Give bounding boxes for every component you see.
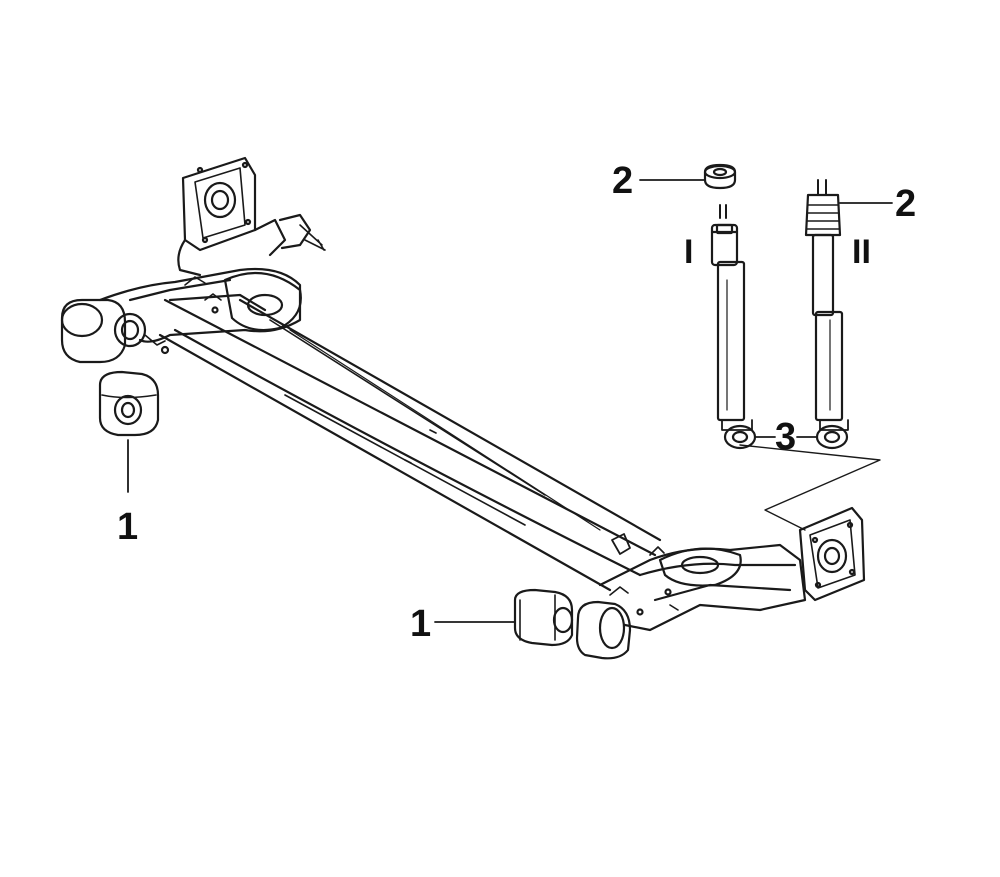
left-hub-bracket	[177, 156, 326, 277]
leader-lines	[127, 179, 893, 623]
callout-bushing-right: 1	[410, 603, 432, 645]
left-arm-eye	[60, 298, 147, 364]
callout-bushing-left: 1	[117, 506, 139, 548]
shock-absorber-i	[710, 204, 757, 450]
callout-cap-left: 2	[612, 160, 634, 202]
torsion-beam	[158, 298, 662, 592]
callout-variant-one: I	[684, 233, 694, 271]
bushing-left	[98, 370, 160, 437]
top-mount-cap	[703, 163, 737, 190]
right-trailing-arm	[598, 533, 807, 632]
callout-eye-bushing: 3	[775, 416, 797, 458]
callout-cap-right: 2	[895, 183, 917, 225]
callout-variant-two: II	[852, 233, 871, 271]
assembly-leader-line	[739, 444, 881, 531]
right-hub-bracket	[798, 506, 866, 602]
right-arm-eye	[575, 600, 632, 660]
left-trailing-arm	[98, 267, 302, 355]
shock-absorber-ii	[804, 179, 849, 450]
bushing-right	[513, 588, 574, 647]
